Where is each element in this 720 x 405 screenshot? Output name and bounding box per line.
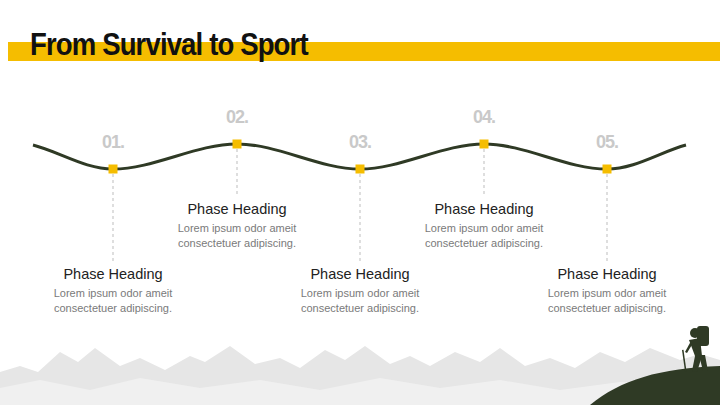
callout-number: 02.: [207, 107, 267, 128]
leader-lines: [113, 149, 607, 262]
phase-block: Phase HeadingLorem ipsum odor ameit cons…: [157, 200, 317, 251]
phase-body: Lorem ipsum odor ameit consectetuer adip…: [527, 286, 687, 316]
phase-block: Phase HeadingLorem ipsum odor ameit cons…: [280, 265, 440, 316]
callout-number: 05.: [577, 132, 637, 153]
phase-heading: Phase Heading: [404, 200, 564, 218]
phase-heading: Phase Heading: [33, 265, 193, 283]
phase-body: Lorem ipsum odor ameit consectetuer adip…: [33, 286, 193, 316]
mountain-range: [0, 346, 720, 405]
phase-block: Phase HeadingLorem ipsum odor ameit cons…: [33, 265, 193, 316]
callout-number: 03.: [330, 132, 390, 153]
phase-body: Lorem ipsum odor ameit consectetuer adip…: [280, 286, 440, 316]
hiker-silhouette: [682, 326, 709, 372]
phase-block: Phase HeadingLorem ipsum odor ameit cons…: [527, 265, 687, 316]
phase-heading: Phase Heading: [157, 200, 317, 218]
phase-body: Lorem ipsum odor ameit consectetuer adip…: [404, 221, 564, 251]
slide-title: From Survival to Sport: [30, 26, 308, 63]
callout-number: 04.: [454, 107, 514, 128]
hill: [590, 366, 720, 405]
phase-body: Lorem ipsum odor ameit consectetuer adip…: [157, 221, 317, 251]
callout-number: 01.: [83, 132, 143, 153]
phase-block: Phase HeadingLorem ipsum odor ameit cons…: [404, 200, 564, 251]
phase-heading: Phase Heading: [280, 265, 440, 283]
phase-heading: Phase Heading: [527, 265, 687, 283]
